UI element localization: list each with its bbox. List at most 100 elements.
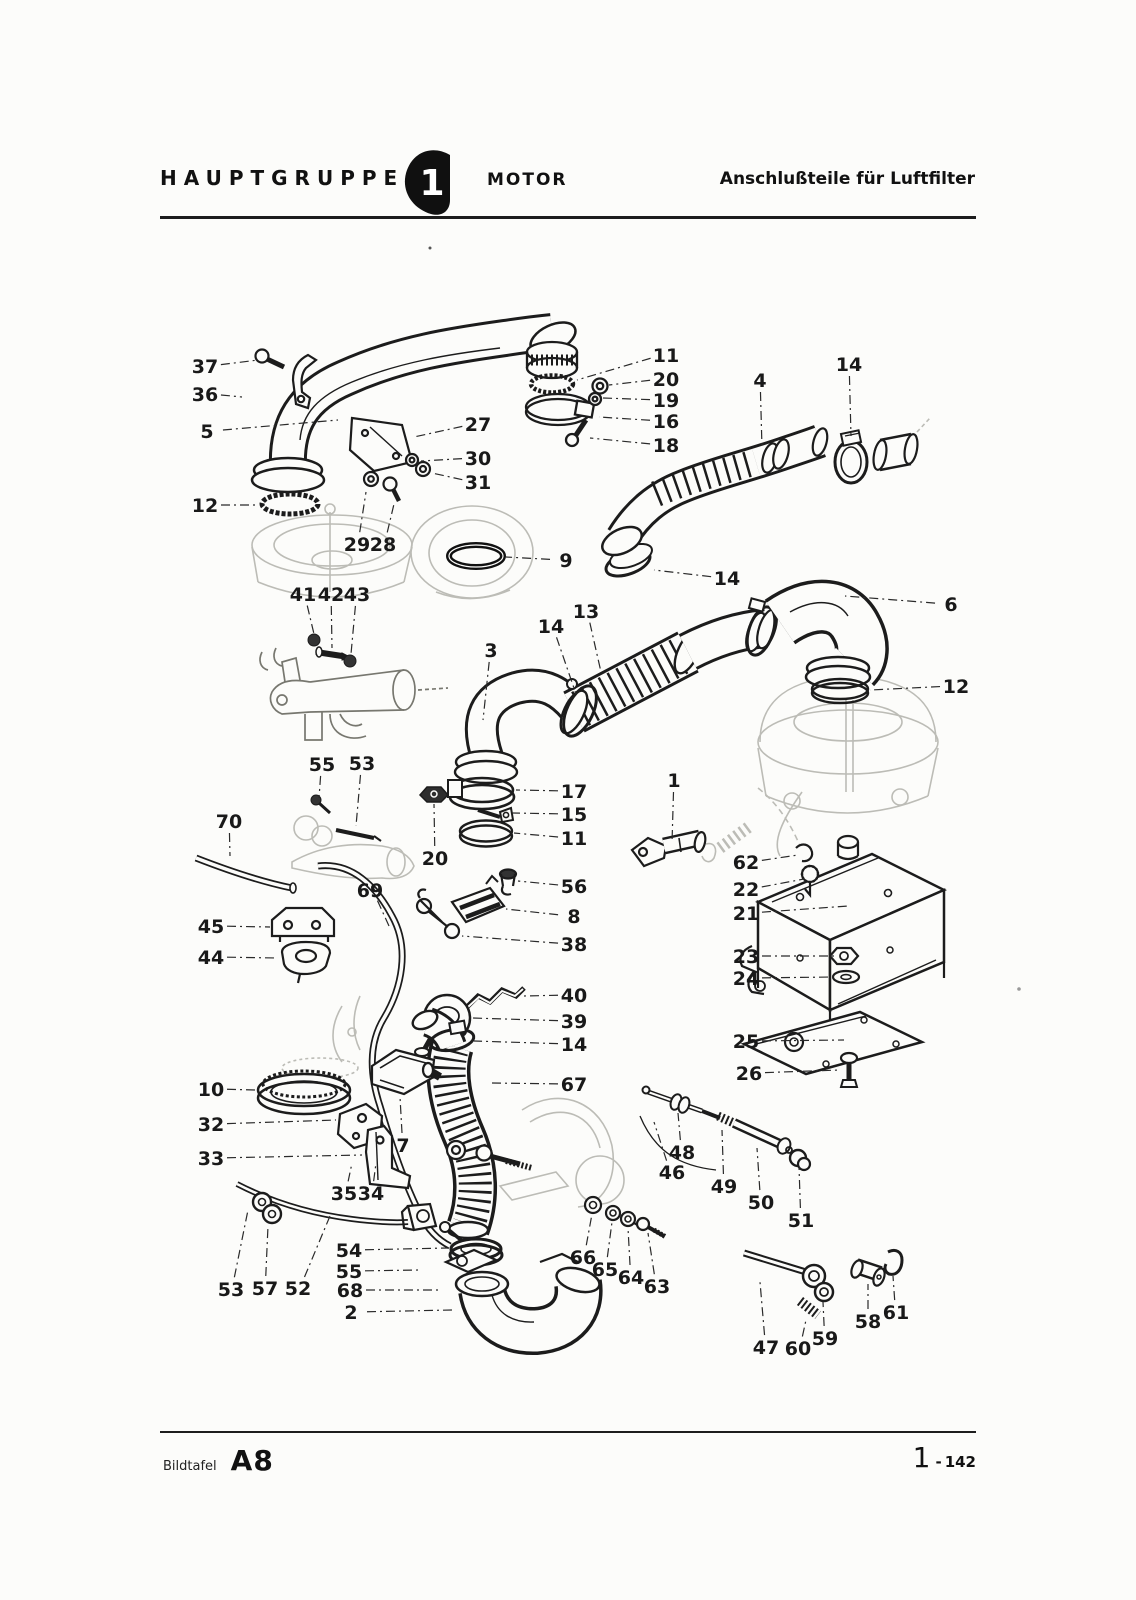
- callout-number-14: 14: [714, 568, 740, 590]
- ring-10: [256, 1069, 352, 1116]
- intake-pipe-5: [250, 313, 577, 494]
- leader-line-53: [233, 1209, 249, 1278]
- callout-number-10: 10: [198, 1079, 224, 1101]
- leader-line-46: [653, 1121, 668, 1161]
- callout-number-49: 49: [711, 1176, 737, 1198]
- speck: [428, 246, 432, 250]
- bracket-7: [370, 1048, 443, 1096]
- callout-number-46: 46: [659, 1162, 685, 1184]
- ribbed-hose-4: [601, 425, 829, 578]
- leader-line-25: [761, 1039, 845, 1042]
- brackets-32-33-fasteners: [336, 1102, 533, 1190]
- group-number-badge: 1: [404, 150, 450, 215]
- callout-number-24: 24: [733, 968, 759, 990]
- leader-line-50: [756, 1147, 761, 1191]
- callout-number-11: 11: [653, 345, 679, 367]
- part-drawings: [194, 246, 1021, 1355]
- callout-number-70: 70: [216, 811, 242, 833]
- hose-3-assembly: [453, 597, 778, 785]
- leader-line-24: [761, 976, 835, 979]
- callout-number-15: 15: [561, 804, 587, 826]
- leader-line-1: [671, 791, 675, 844]
- callout-number-12: 12: [192, 495, 218, 517]
- callout-number-9: 9: [559, 550, 572, 572]
- fasteners-41-42-43: [307, 633, 357, 668]
- corrugated-hose-67: [411, 1007, 497, 1240]
- leader-line-18: [589, 437, 651, 445]
- header-rule: [160, 216, 976, 219]
- callout-number-3: 3: [484, 640, 497, 662]
- leader-line-39: [471, 1017, 559, 1022]
- badge-shape: [404, 150, 450, 215]
- callout-number-63: 63: [644, 1276, 670, 1298]
- leader-line-5: [222, 419, 339, 431]
- leader-line-47: [759, 1281, 766, 1336]
- leader-line-36: [220, 394, 243, 398]
- pipe-brackets-fasteners: [254, 348, 432, 503]
- lower-elbow-2: [443, 1248, 603, 1355]
- leader-line-7: [399, 1096, 403, 1134]
- fasteners-47-60-59-58-61: [742, 1248, 904, 1319]
- gasket-ring-12-left: [259, 491, 321, 517]
- leader-line-41: [306, 605, 315, 635]
- elbow-6: [764, 579, 889, 705]
- callout-number-29: 29: [344, 534, 370, 556]
- callout-number-44: 44: [198, 947, 224, 969]
- callout-number-69: 69: [357, 880, 383, 902]
- callout-number-53: 53: [218, 1279, 244, 1301]
- leader-line-14: [653, 569, 712, 578]
- callout-number-17: 17: [561, 781, 587, 803]
- callout-number-61: 61: [883, 1302, 909, 1324]
- callout-number-41: 41: [290, 584, 316, 606]
- leader-line-17: [515, 789, 559, 792]
- footer-rule: [160, 1431, 976, 1433]
- callout-number-21: 21: [733, 903, 759, 925]
- group-number: 1: [419, 163, 444, 204]
- callout-number-13: 13: [573, 601, 599, 623]
- callout-number-65: 65: [592, 1259, 618, 1281]
- page-number-major: 1: [912, 1441, 931, 1474]
- callout-number-37: 37: [192, 356, 218, 378]
- callout-number-16: 16: [653, 411, 679, 433]
- manifold-drawing: [259, 647, 449, 741]
- outlet-collar-stack: [524, 340, 609, 448]
- screw-55-pin-53: [310, 794, 382, 842]
- callout-number-14: 14: [561, 1034, 587, 1056]
- leader-line-22: [761, 878, 805, 888]
- callout-number-8: 8: [567, 906, 580, 928]
- callout-number-43: 43: [344, 584, 370, 606]
- leader-line-10: [226, 1088, 257, 1091]
- callout-number-48: 48: [669, 1142, 695, 1164]
- linkage-46-48-49-50-51: [639, 1085, 812, 1172]
- page-title: Anschlußteile für Luftfilter: [719, 169, 975, 189]
- callout-number-25: 25: [733, 1031, 759, 1053]
- callout-number-58: 58: [855, 1311, 881, 1333]
- leader-line-30: [420, 458, 463, 462]
- leader-line-35: [347, 1162, 353, 1182]
- leader-line-44: [226, 956, 279, 959]
- leader-line-57: [265, 1225, 269, 1277]
- leader-line-51: [798, 1166, 801, 1209]
- callout-number-26: 26: [736, 1063, 762, 1085]
- leader-line-14: [473, 1040, 559, 1045]
- callout-number-62: 62: [733, 852, 759, 874]
- leader-line-66: [585, 1213, 593, 1246]
- leader-line-69: [376, 900, 390, 927]
- leader-line-49: [721, 1129, 725, 1175]
- callout-number-11: 11: [561, 828, 587, 850]
- leader-line-53: [355, 774, 362, 827]
- leader-line-31: [431, 472, 463, 481]
- leader-line-45: [226, 925, 271, 928]
- callout-number-50: 50: [748, 1192, 774, 1214]
- clips-45-44: [270, 906, 336, 984]
- rod-52-clips: [235, 1181, 464, 1243]
- bracket-assembly-21: [739, 834, 947, 1088]
- callout-number-35: 35: [331, 1183, 357, 1205]
- leader-line-63: [647, 1232, 655, 1275]
- leader-line-42: [330, 605, 333, 649]
- callout-number-38: 38: [561, 934, 587, 956]
- callout-number-67: 67: [561, 1074, 587, 1096]
- leader-line-20: [608, 379, 651, 386]
